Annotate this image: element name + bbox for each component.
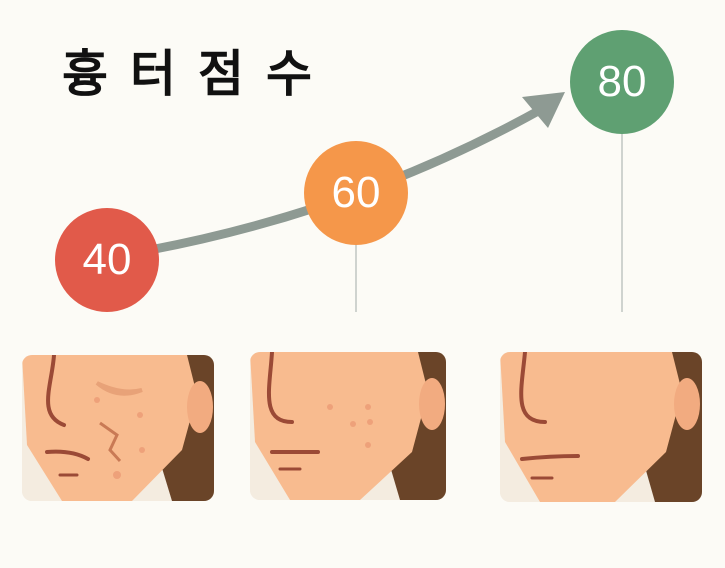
score-badge-80: 80	[570, 30, 674, 134]
face-illustration-severe	[22, 355, 214, 501]
score-badge-40: 40	[55, 208, 159, 312]
page-title: 흉터점수	[62, 45, 334, 103]
face-panel-mild	[250, 352, 446, 500]
face-panel-severe	[22, 355, 214, 501]
face-illustration-clear	[500, 352, 702, 502]
face-panel-clear	[500, 352, 702, 502]
arrow-head-icon	[522, 92, 565, 128]
face-illustration-mild	[250, 352, 446, 500]
score-badge-60: 60	[304, 141, 408, 245]
